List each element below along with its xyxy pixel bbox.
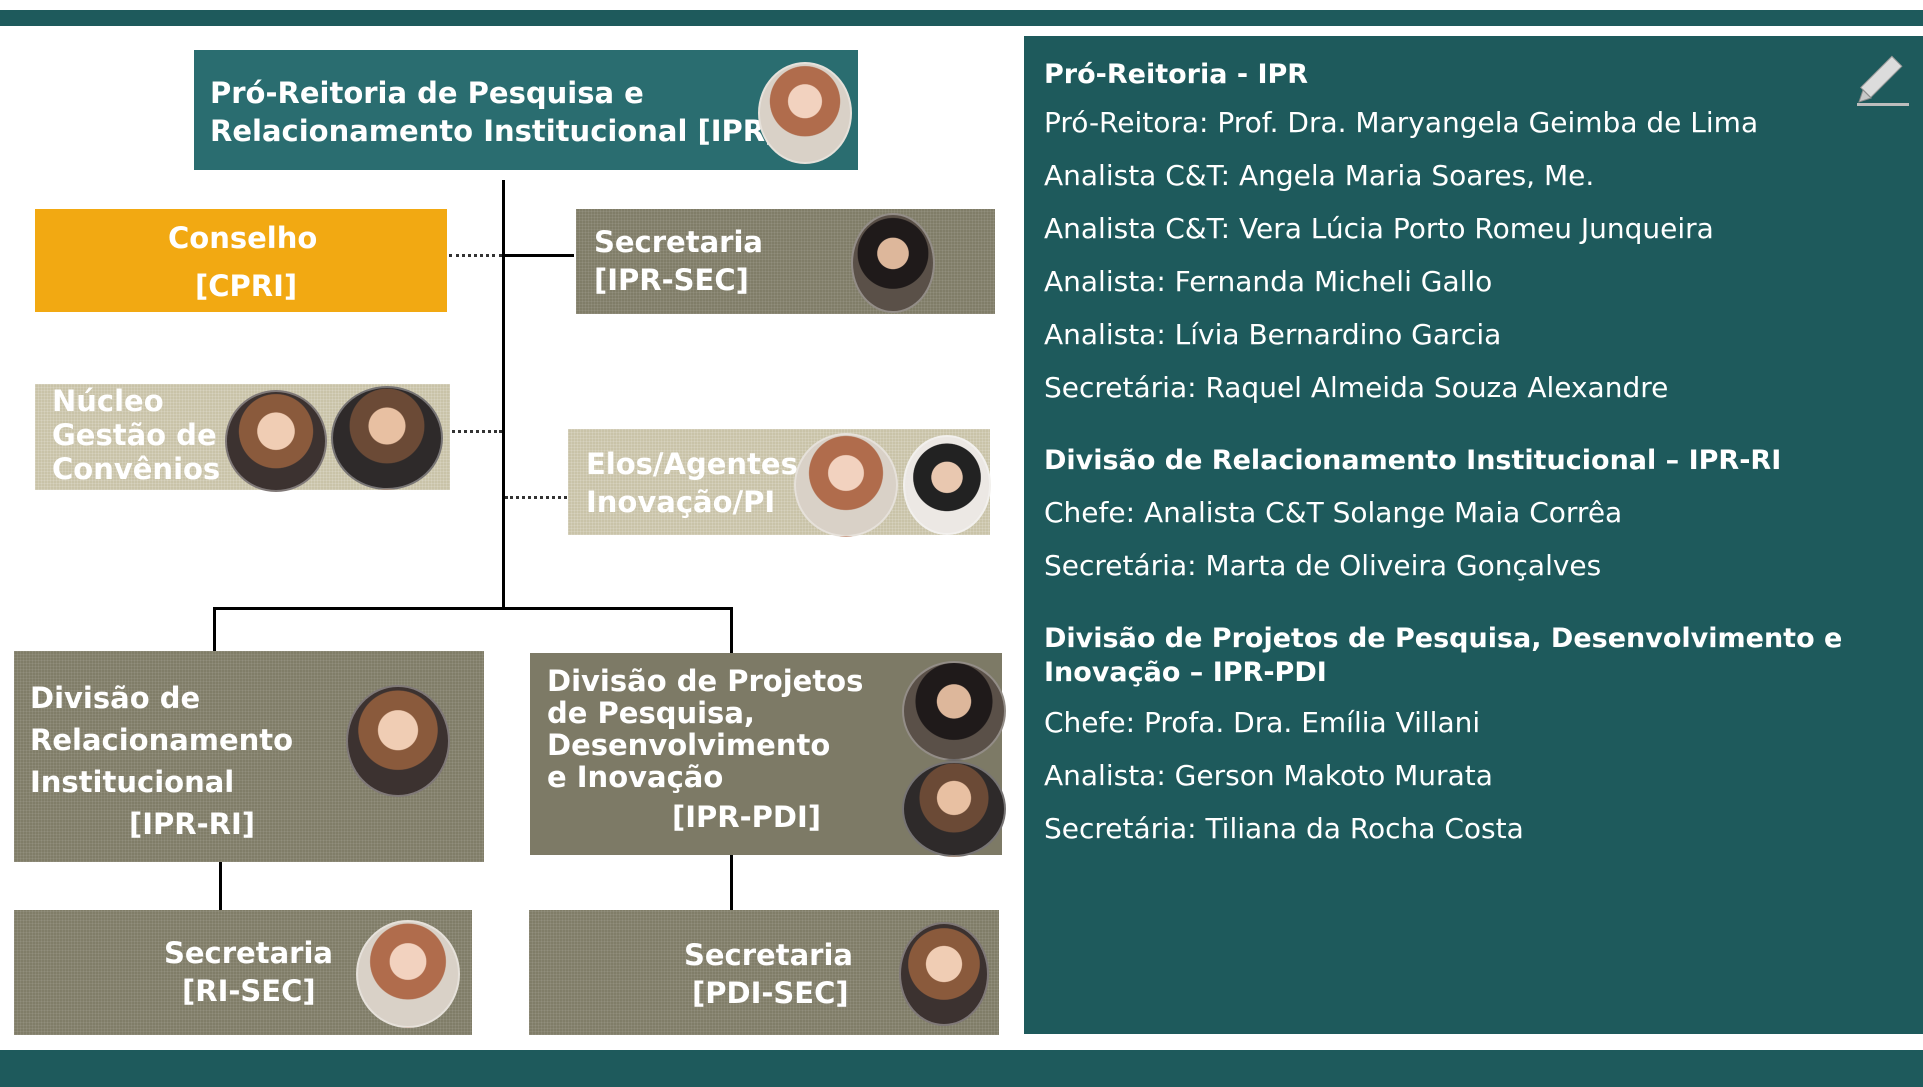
div-pdi-box: Divisão de Projetos de Pesquisa, Desenvo… (530, 653, 1006, 857)
conselho-box: Conselho [CPRI] (35, 209, 447, 312)
secretaria-box: Secretaria [IPR-SEC] (576, 209, 995, 314)
connector-elos (505, 496, 573, 499)
div-pdi-line3: Desenvolvimento (547, 728, 831, 762)
nucleo-line2: Gestão de (52, 418, 217, 452)
nucleo-line3: Convênios (52, 452, 221, 486)
ipr-line1: Pró-Reitoria de Pesquisa e (210, 76, 644, 110)
ipr-photo-avatar (758, 62, 852, 164)
connector-secretaria (502, 254, 574, 257)
connector-nucleo (447, 430, 502, 433)
sec-ri-line1: Secretaria (164, 936, 333, 970)
div-ri-line4: [IPR-RI] (129, 807, 256, 841)
section-pdi-title-line2: Inovação – IPR-PDI (1044, 657, 1327, 688)
elos-line2: Inovação/PI (586, 485, 776, 519)
sec-pdi-line2: [PDI-SEC] (692, 976, 849, 1010)
ipr-staff-line: Analista C&T: Vera Lúcia Porto Romeu Jun… (1044, 212, 1714, 245)
bottom-bar (0, 1050, 1923, 1087)
section-pdi-title-line1: Divisão de Projetos de Pesquisa, Desenvo… (1044, 623, 1843, 654)
sec-ri-photo-avatar (356, 920, 460, 1028)
div-pdi-line5: [IPR-PDI] (672, 800, 822, 834)
connector-sec-ri (219, 862, 222, 910)
ri-staff-line: Secretária: Marta de Oliveira Gonçalves (1044, 549, 1602, 582)
elos-line1: Elos/Agentes (586, 447, 798, 481)
conselho-line1: Conselho (168, 221, 318, 255)
div-ri-line3: Institucional (30, 765, 235, 799)
secretaria-photo-avatar (851, 213, 935, 313)
ipr-staff-line: Analista C&T: Angela Maria Soares, Me. (1044, 159, 1595, 192)
secretaria-line1: Secretaria (594, 225, 763, 259)
elos-box: Elos/Agentes Inovação/PI (568, 429, 991, 537)
sec-ri-line2: [RI-SEC] (182, 974, 316, 1008)
ipr-staff-line: Analista: Lívia Bernardino Garcia (1044, 318, 1502, 351)
pdi-staff-line: Analista: Gerson Makoto Murata (1044, 759, 1493, 792)
sec-pdi-line1: Secretaria (684, 938, 853, 972)
div-pdi-line1: Divisão de Projetos (547, 664, 864, 698)
conselho-line2: [CPRI] (195, 269, 298, 303)
connector-conselho (449, 254, 502, 257)
pdi-staff-line: Chefe: Profa. Dra. Emília Villani (1044, 706, 1481, 739)
ipr-line2: Relacionamento Institucional [IPR] (210, 114, 779, 148)
div-pdi-photo-2-avatar (902, 761, 1006, 857)
elos-photo-1-avatar (794, 433, 898, 537)
div-pdi-line4: e Inovação (547, 760, 724, 794)
nucleo-box: Núcleo Gestão de Convênios (35, 384, 450, 492)
sec-pdi-photo-avatar (899, 922, 989, 1026)
ipr-box: Pró-Reitoria de Pesquisa e Relacionament… (194, 50, 858, 170)
ipr-staff-line: Secretária: Raquel Almeida Souza Alexand… (1044, 371, 1669, 404)
nucleo-photo-1-avatar (225, 390, 327, 492)
ri-staff-line: Chefe: Analista C&T Solange Maia Corrêa (1044, 496, 1623, 529)
pdi-staff-line: Secretária: Tiliana da Rocha Costa (1044, 812, 1524, 845)
secretaria-line2: [IPR-SEC] (594, 263, 749, 297)
div-pdi-photo-1-avatar (902, 661, 1006, 761)
top-bar (0, 10, 1923, 26)
div-ri-box: Divisão de Relacionamento Institucional … (14, 651, 484, 862)
connector-pdi (730, 607, 733, 653)
section-ipr-title: Pró-Reitoria - IPR (1044, 59, 1309, 90)
info-panel: Pró-Reitoria - IPR Pró-Reitora: Prof. Dr… (1024, 36, 1923, 1034)
connector-ri (213, 607, 216, 651)
div-ri-photo-avatar (346, 685, 450, 797)
elos-photo-2-avatar (903, 435, 991, 535)
nucleo-photo-2-avatar (331, 386, 443, 490)
section-ri-title: Divisão de Relacionamento Institucional … (1044, 445, 1782, 476)
ipr-staff-line: Analista: Fernanda Micheli Gallo (1044, 265, 1493, 298)
sec-pdi-box: Secretaria [PDI-SEC] (529, 910, 999, 1035)
connector-horizontal (213, 607, 733, 610)
sec-ri-box: Secretaria [RI-SEC] (14, 910, 472, 1035)
pencil-icon[interactable] (1853, 50, 1911, 108)
connector-sec-pdi (730, 855, 733, 910)
div-pdi-line2: de Pesquisa, (547, 696, 755, 730)
div-ri-line1: Divisão de (30, 681, 201, 715)
div-ri-line2: Relacionamento (30, 723, 294, 757)
connector-main-vertical (502, 180, 505, 610)
ipr-staff-line: Pró-Reitora: Prof. Dra. Maryangela Geimb… (1044, 106, 1759, 139)
nucleo-line1: Núcleo (52, 384, 164, 418)
